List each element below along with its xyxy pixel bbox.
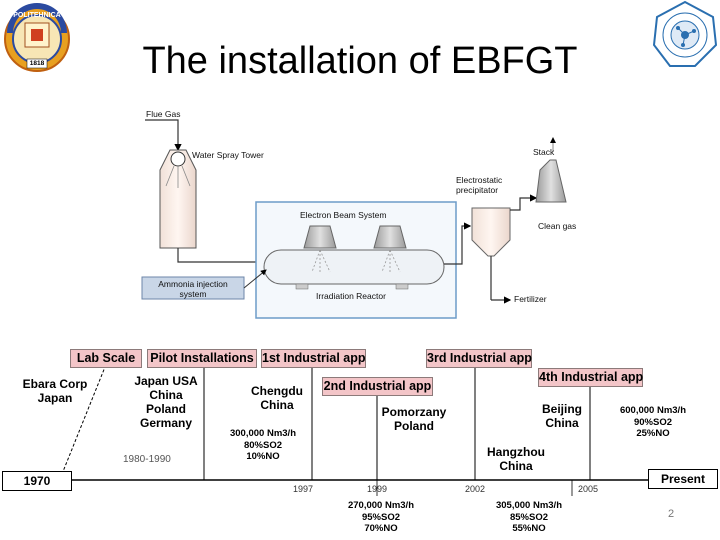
stage-first-industrial: 1st Industrial app [261, 349, 366, 368]
stat-no: 10%NO [246, 451, 280, 462]
stage-third-industrial: 3rd Industrial app [426, 349, 532, 368]
stat-no: 25%NO [636, 428, 670, 439]
stage-pilot-installations: Pilot Installations [147, 349, 257, 368]
stats-chengdu: 300,000 Nm3/h 80%SO2 10%NO [228, 428, 298, 463]
page-title: The installation of EBFGT [142, 40, 578, 82]
stat-flow: 300,000 Nm3/h [229, 428, 296, 439]
logo-name: POLITEHNICA [13, 12, 61, 19]
stat-flow: 305,000 Nm3/h [495, 500, 562, 511]
year-1999: 1999 [367, 484, 388, 494]
location-pilot: Japan USA China Poland Germany [134, 374, 198, 430]
timeline-end: Present [648, 469, 718, 489]
label-flue-gas: Flue Gas [146, 109, 181, 119]
stat-no: 55%NO [512, 523, 546, 534]
label-ammonia-injection: Ammonia injection system [158, 279, 228, 299]
stat-flow: 600,000 Nm3/h [619, 405, 686, 416]
logo-year: 1818 [29, 60, 45, 67]
location-pomorzany: Pomorzany Poland [381, 405, 447, 433]
label-electrostatic-precipitator: Electrostatic precipitator [456, 175, 503, 195]
stat-so2: 95%SO2 [361, 511, 401, 523]
stats-hangzhou: 305,000 Nm3/h 85%SO2 55%NO [492, 500, 566, 535]
politehnica-logo: POLITEHNICA 1818 [3, 3, 71, 75]
stat-so2: 85%SO2 [509, 511, 549, 523]
stat-so2: 80%SO2 [243, 439, 283, 451]
location-chengdu: Chengdu China [251, 384, 303, 412]
location-ebara: Ebara Corp Japan [22, 377, 88, 405]
label-irradiation-reactor: Irradiation Reactor [316, 291, 386, 301]
stats-beijing: 600,000 Nm3/h 90%SO2 25%NO [616, 405, 690, 440]
stage-fourth-industrial: 4th Industrial app [538, 368, 643, 387]
year-2002: 2002 [465, 484, 486, 494]
stat-no: 70%NO [364, 523, 398, 534]
timeline-start: 1970 [2, 471, 72, 491]
stage-lab-scale: Lab Scale [70, 349, 142, 368]
label-electron-beam-system: Electron Beam System [300, 210, 387, 220]
stat-flow: 270,000 Nm3/h [347, 500, 414, 511]
label-water-spray-tower: Water Spray Tower [192, 150, 264, 160]
label-clean-gas: Clean gas [538, 221, 577, 231]
page-number: 2 [668, 508, 675, 520]
year-range: 1980-1990 [123, 454, 171, 465]
label-fertilizer: Fertilizer [514, 294, 547, 304]
location-hangzhou: Hangzhou China [487, 445, 545, 473]
label-stack: Stack [533, 147, 555, 157]
process-diagram: Flue Gas Water Spray Tower Stack Electro… [141, 109, 577, 319]
institute-logo [650, 0, 720, 70]
stats-pomorzany: 270,000 Nm3/h 95%SO2 70%NO [344, 500, 418, 535]
year-1997: 1997 [293, 484, 314, 494]
stat-so2: 90%SO2 [633, 416, 673, 428]
location-beijing: Beijing China [541, 402, 582, 430]
year-2005: 2005 [578, 484, 599, 494]
stage-second-industrial: 2nd Industrial app [322, 377, 433, 396]
